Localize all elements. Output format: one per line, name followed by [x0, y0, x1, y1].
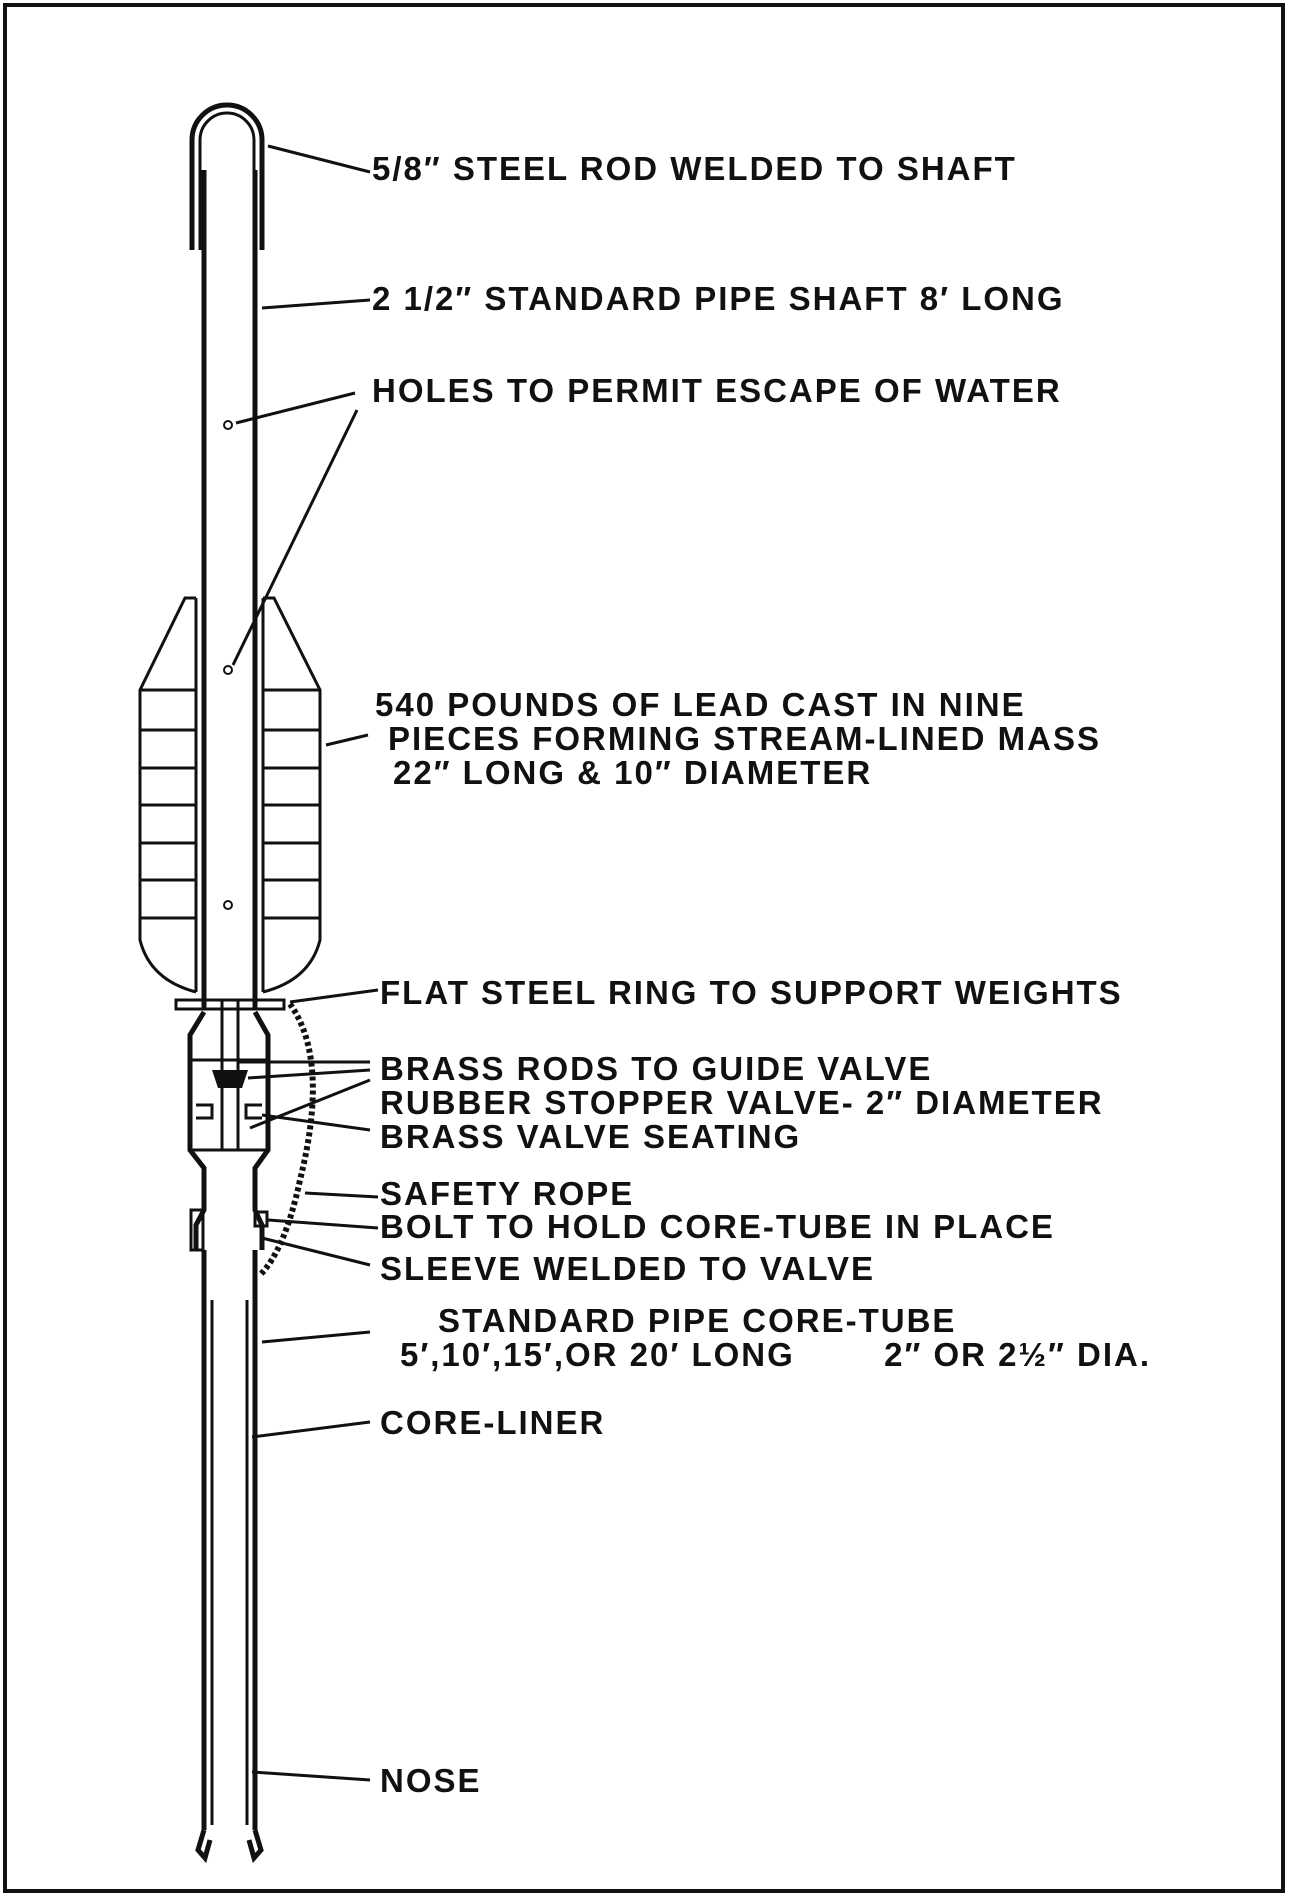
label-core-tube-line1: STANDARD PIPE CORE-TUBE	[438, 1302, 956, 1339]
diagram-frame	[3, 3, 1285, 1893]
label-core-tube-line2: 5′,10′,15′,OR 20′ LONG 2″ OR 2½″ DIA.	[400, 1336, 1151, 1373]
label-holes: HOLES TO PERMIT ESCAPE OF WATER	[372, 372, 1062, 409]
water-hole	[223, 900, 233, 910]
label-sleeve: SLEEVE WELDED TO VALVE	[380, 1250, 875, 1287]
rubber-stopper	[212, 1070, 248, 1088]
steel-rod-loop	[189, 102, 265, 250]
label-steel-rod: 5/8″ STEEL ROD WELDED TO SHAFT	[372, 150, 1017, 187]
lead-weight-left	[138, 596, 197, 994]
label-steel-ring: FLAT STEEL RING TO SUPPORT WEIGHTS	[380, 974, 1123, 1011]
valve-housing	[187, 1010, 207, 1250]
nose	[195, 1829, 264, 1864]
label-bolt: BOLT TO HOLD CORE-TUBE IN PLACE	[380, 1208, 1055, 1245]
valve-seating	[196, 1103, 214, 1120]
sleeve	[189, 1208, 205, 1252]
leader-lines	[231, 144, 379, 1782]
label-lead-line2: PIECES FORMING STREAM-LINED MASS	[388, 720, 1101, 757]
lead-weight-right	[262, 596, 322, 994]
label-pipe-shaft: 2 1/2″ STANDARD PIPE SHAFT 8′ LONG	[372, 280, 1065, 317]
water-hole	[223, 665, 233, 675]
apparatus-drawing	[138, 102, 322, 1864]
label-core-liner: CORE-LINER	[380, 1404, 605, 1441]
label-lead-line3: 22″ LONG & 10″ DIAMETER	[393, 754, 872, 791]
bolt	[253, 1210, 269, 1228]
label-rubber-valve: RUBBER STOPPER VALVE- 2″ DIAMETER	[380, 1084, 1104, 1121]
steel-ring	[174, 998, 286, 1011]
label-safety-rope: SAFETY ROPE	[380, 1175, 634, 1212]
label-valve-seating: BRASS VALVE SEATING	[380, 1118, 801, 1155]
label-lead-line1: 540 POUNDS OF LEAD CAST IN NINE	[375, 686, 1026, 723]
water-hole	[223, 420, 233, 430]
label-nose: NOSE	[380, 1762, 482, 1799]
label-brass-rods: BRASS RODS TO GUIDE VALVE	[380, 1050, 932, 1087]
